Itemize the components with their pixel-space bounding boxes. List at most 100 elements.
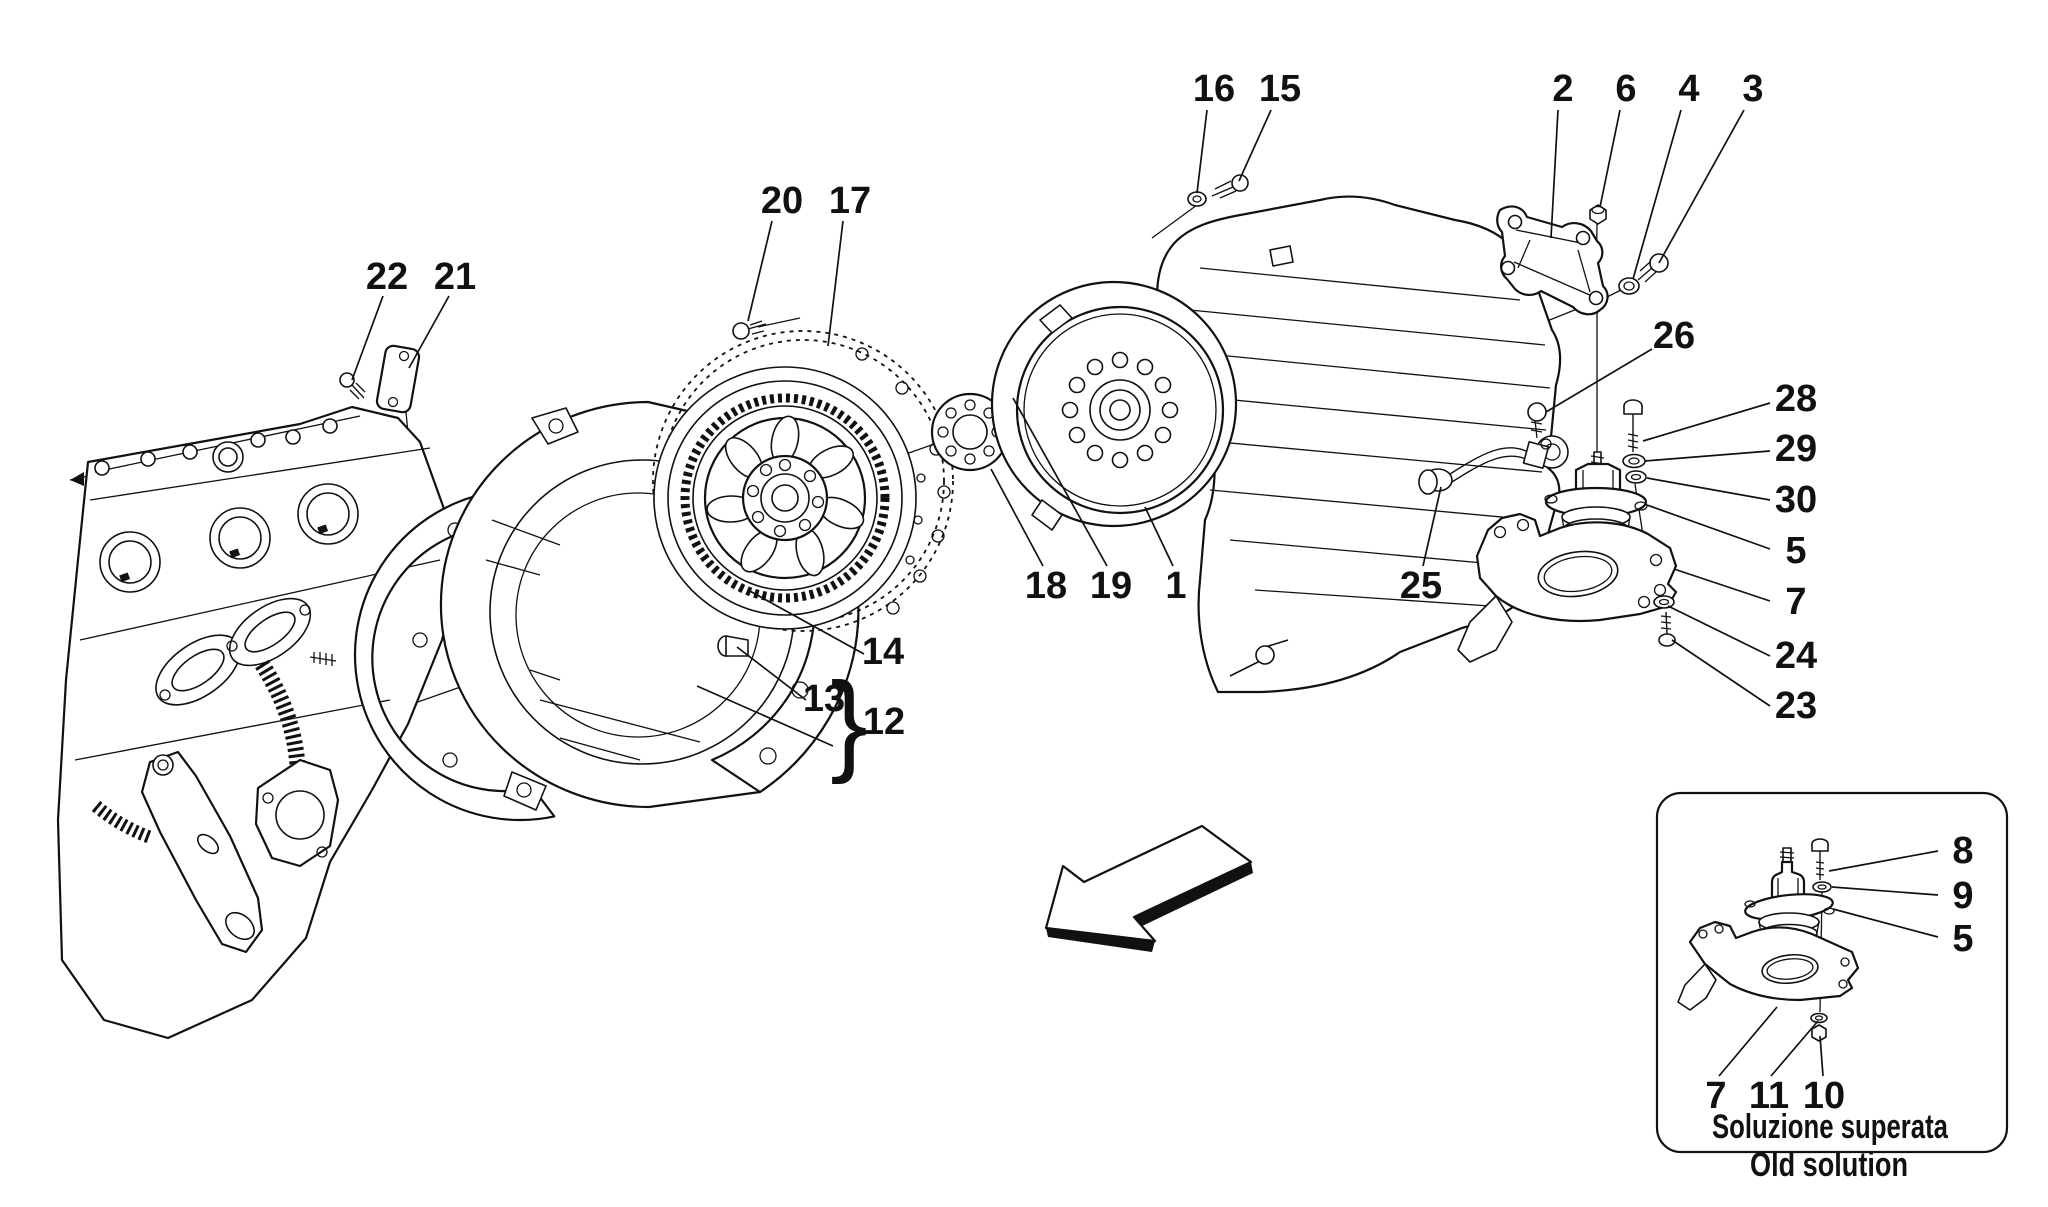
nut-6 [1589,204,1607,225]
leader-line-15 [1238,109,1272,182]
callout-label-25: 25 [1400,565,1442,607]
callout-label-26: 26 [1653,315,1695,357]
leader-line-5 [1646,504,1771,550]
leader-line-22 [351,295,384,381]
leader-line-1 [1144,506,1174,567]
leader-line-7 [1718,1006,1778,1077]
callout-label-3: 3 [1742,68,1763,110]
leader-line-14 [747,589,865,655]
callout-label-16: 16 [1193,68,1235,110]
flywheel-spokes [706,415,865,577]
leader-line-8 [1828,850,1939,872]
engine-bracket [140,750,264,954]
callout-label-24: 24 [1775,635,1817,677]
inset-bracket-7 [1677,920,1860,1011]
inset-washer-9 [1812,881,1832,893]
leader-line-4 [1632,109,1682,280]
callout-label-2: 2 [1552,68,1573,110]
bolt-28 [1623,399,1643,452]
leader-line-24 [1667,605,1771,657]
leader-line-7 [1673,568,1771,602]
leader-line-23 [1671,639,1771,707]
callout-label-23: 23 [1775,685,1817,727]
leader-line-16 [1196,109,1208,194]
leader-line-20 [747,220,773,322]
leader-line-28 [1642,402,1771,442]
cover-plate-21 [375,344,421,414]
group-brace-12: } [830,660,867,785]
mount-assembly [1457,399,1678,663]
callout-label-17: 17 [829,180,871,222]
leader-line-21 [408,295,450,369]
callout-label-8: 8 [1952,830,1973,872]
callout-label-30: 30 [1775,479,1817,521]
callout-label-4: 4 [1678,68,1699,110]
deck-studs [70,418,338,486]
callout-label-22: 22 [366,256,408,298]
flywheel-hub-bolts [746,458,825,538]
leader-line-12 [696,685,834,747]
callout-label-7: 7 [1705,1075,1726,1117]
callout-label-1: 1 [1165,565,1186,607]
bolt-23 [1658,611,1676,647]
leader-line-17 [827,220,844,347]
callout-label-21: 21 [434,256,476,298]
callout-label-11: 11 [1749,1075,1789,1117]
inset-nut-10 [1811,1024,1827,1042]
callout-label-5: 5 [1785,530,1806,572]
inset-caption-line2: Old solution [1750,1146,1908,1184]
leader-line-25 [1422,486,1442,567]
callout-label-5: 5 [1952,918,1973,960]
leader-line-19 [1012,397,1108,567]
callout-label-12: 12 [863,701,905,743]
screw-3 [1637,253,1669,283]
screw-20 [732,320,767,340]
washer-16 [1187,191,1207,207]
washer-29 [1622,453,1646,469]
leader-line-11 [1770,1020,1819,1077]
water-outlet-flange [254,758,340,868]
callout-label-29: 29 [1775,428,1817,470]
leader-line-9 [1831,886,1939,896]
washer-4 [1618,277,1640,295]
leader-line-2 [1550,109,1559,239]
callout-label-20: 20 [761,180,803,222]
callout-label-7: 7 [1785,581,1806,623]
leader-line-10 [1819,1035,1824,1077]
washer-24 [1653,595,1675,609]
leader-line-30 [1646,477,1771,501]
callout-label-19: 19 [1090,565,1132,607]
callout-label-13: 13 [803,678,845,720]
callout-label-9: 9 [1952,875,1973,917]
leader-line-5 [1832,908,1939,938]
callout-label-18: 18 [1025,565,1067,607]
leader-line-18 [990,468,1044,567]
inset-bolt-8 [1811,838,1829,880]
leader-line-13 [736,646,807,701]
screw-22 [339,372,366,400]
flywheel-drawing [652,330,954,632]
deck-stud-threaded [309,652,337,666]
leader-line-6 [1599,109,1621,208]
callout-label-14: 14 [862,631,904,673]
exhaust-flanges [155,597,312,706]
screw-15 [1211,174,1249,199]
leader-line-26 [1545,348,1653,413]
callout-label-15: 15 [1259,68,1301,110]
flex-hose-2 [91,800,155,845]
screw20-align-line [757,317,801,328]
leader-line-3 [1658,109,1745,264]
callout-label-6: 6 [1615,68,1636,110]
inset-caption-line1: Soluzione superata [1712,1108,1949,1146]
cam-bores [99,483,359,593]
leader-line-29 [1644,450,1771,462]
transmission-drawing [990,174,1569,694]
converter-bolt-ring [1061,351,1179,469]
inset-washer-11 [1810,1012,1828,1024]
sensor-25 [1418,438,1552,495]
mount-bracket-7 [1457,512,1678,663]
